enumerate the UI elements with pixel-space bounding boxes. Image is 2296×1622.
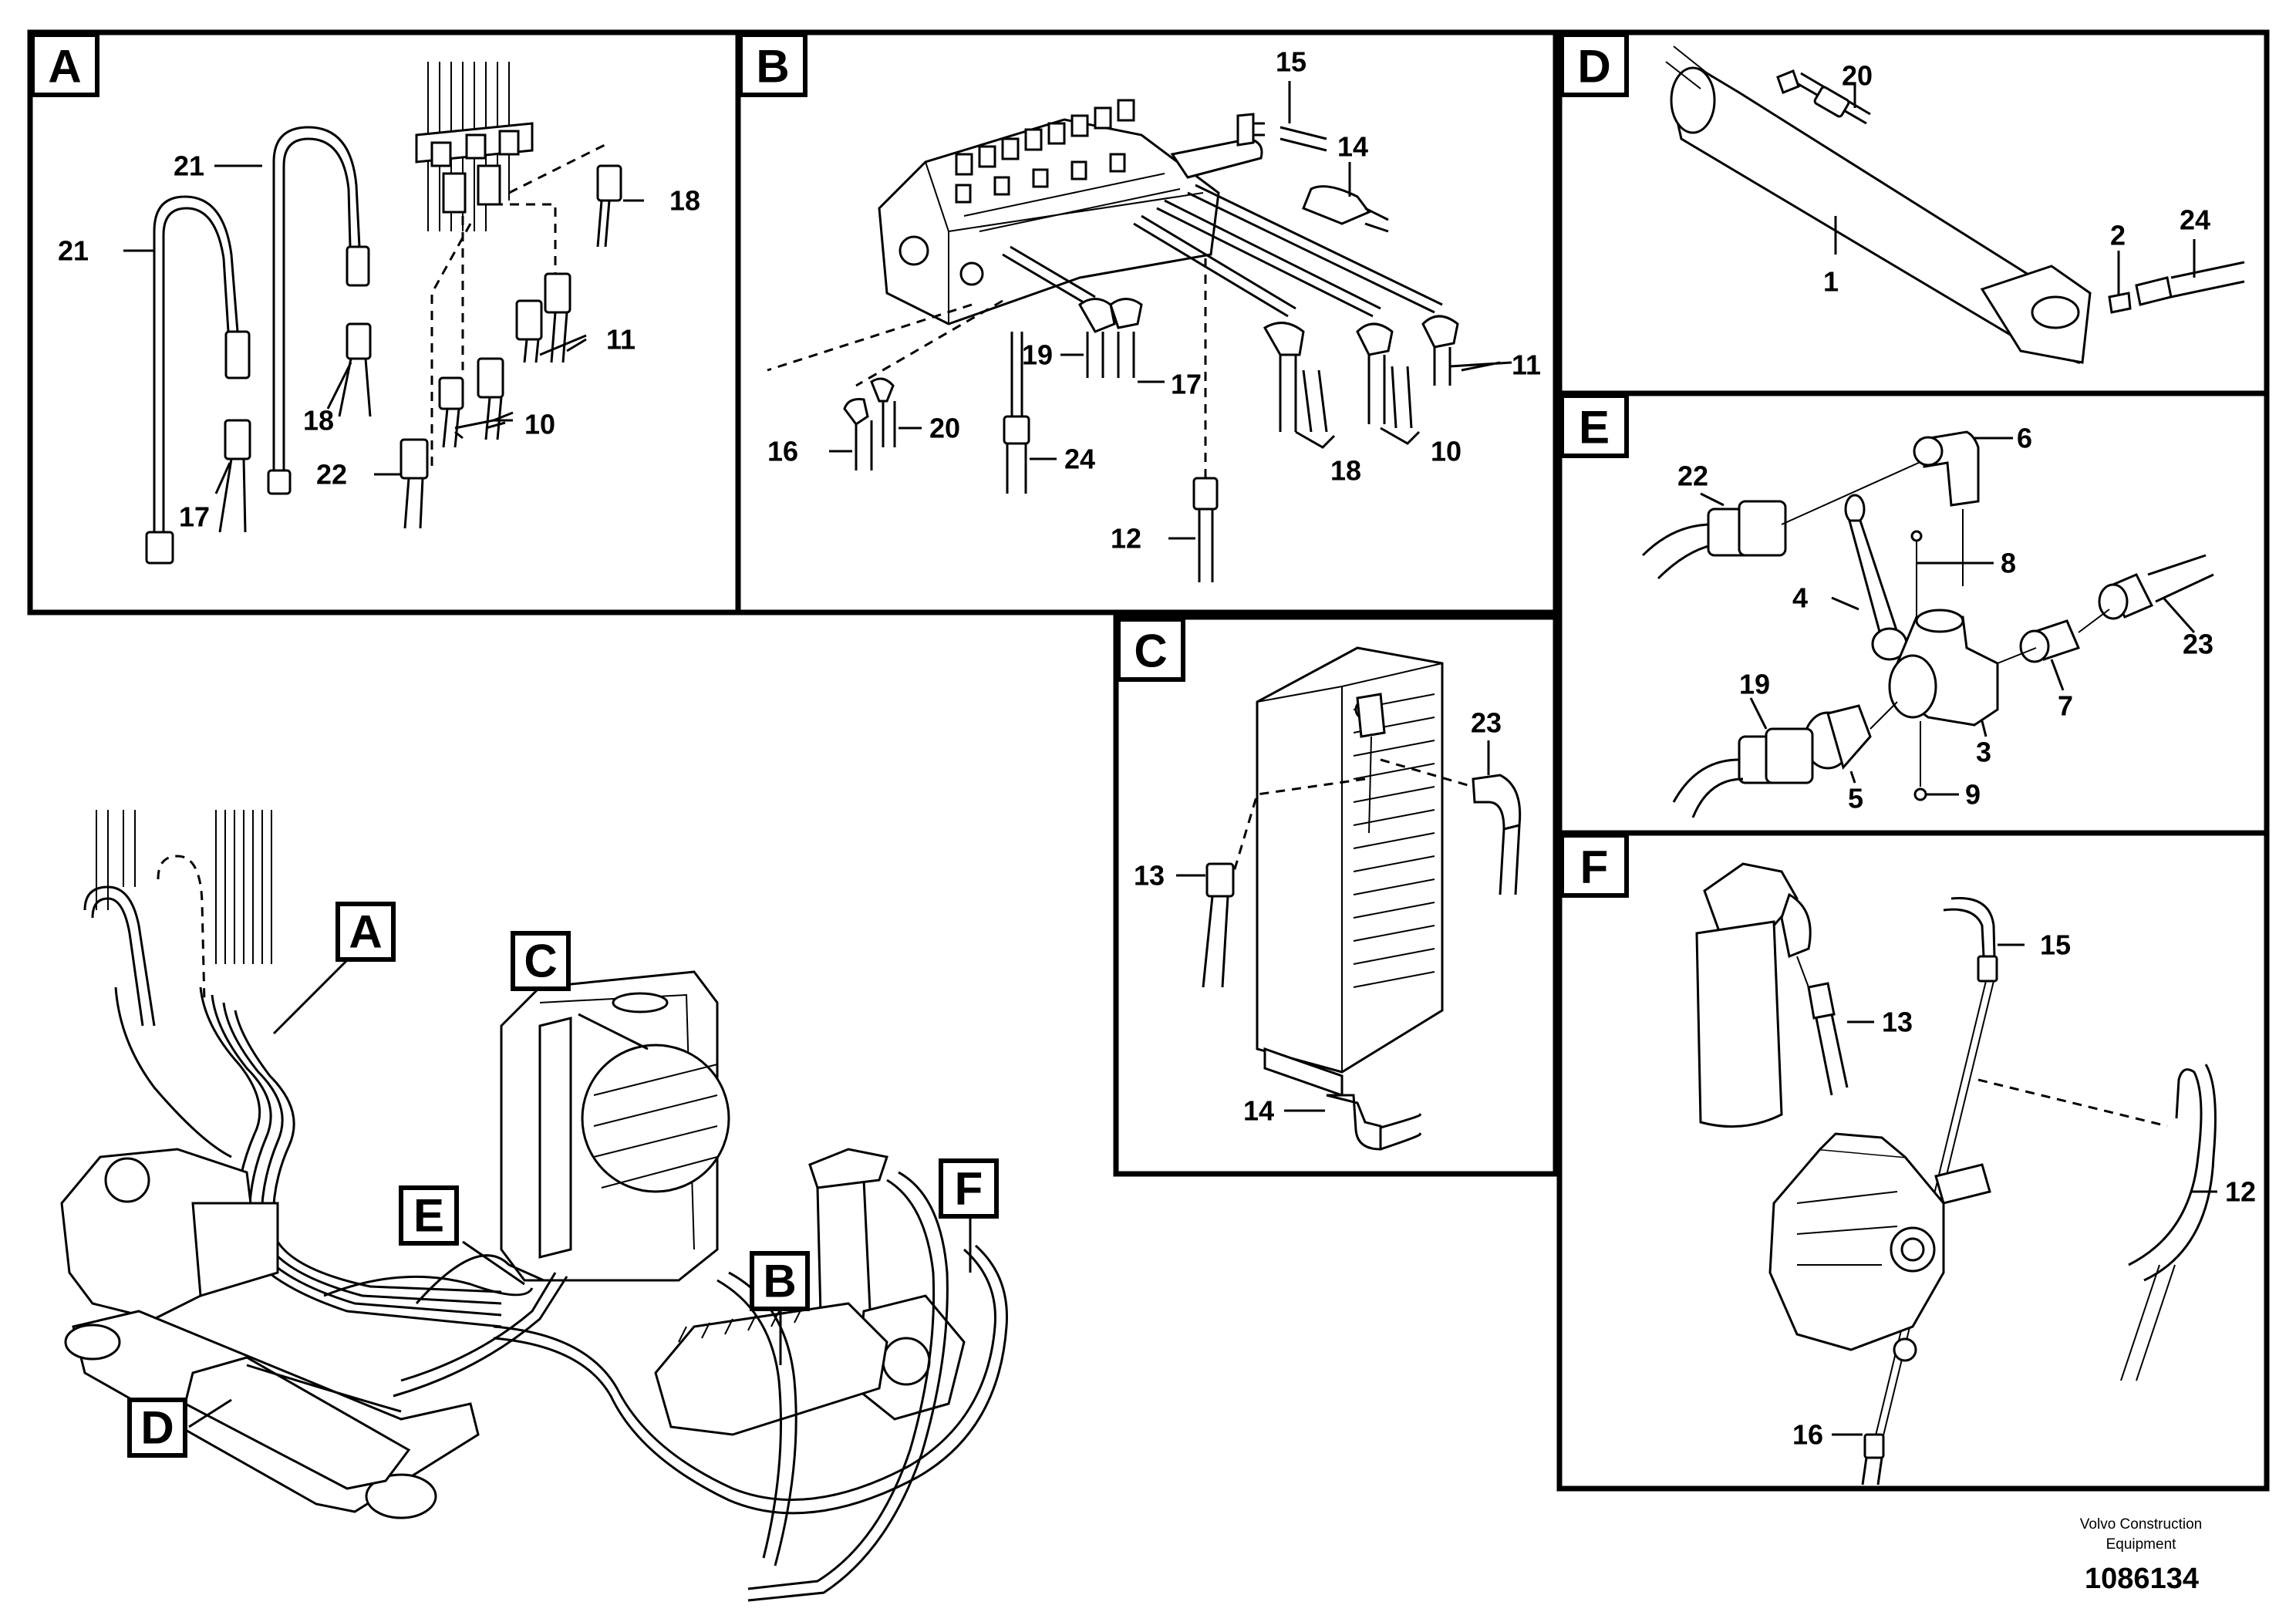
panel-d-tag: D: [1577, 41, 1610, 93]
callout-a-17: 17: [179, 501, 210, 533]
callout-a-22: 22: [316, 459, 347, 491]
panel-f: F 15 13 12 16: [1556, 830, 2270, 1492]
callout-c-23: 23: [1471, 707, 1502, 739]
callout-b-18: 18: [1330, 455, 1361, 487]
panel-a-tag: A: [48, 41, 81, 93]
callout-b-15: 15: [1276, 46, 1306, 78]
callout-e-5: 5: [1848, 783, 1863, 814]
callout-b-11: 11: [1512, 349, 1541, 381]
overview-tag-e: E: [413, 1190, 444, 1242]
callout-b-14: 14: [1337, 131, 1368, 163]
callout-e-3: 3: [1976, 737, 1991, 768]
callout-e-19: 19: [1739, 669, 1770, 700]
panel-c: C 23 13 14: [1113, 614, 1559, 1177]
overview-tag-a: A: [349, 906, 382, 958]
panel-e: E: [1556, 390, 2270, 836]
callout-a-18-top: 18: [669, 185, 700, 217]
callout-e-6: 6: [2017, 423, 2032, 454]
callout-a-21-right: 21: [174, 150, 204, 182]
panel-b-tag: B: [756, 41, 789, 93]
callout-e-9: 9: [1965, 779, 1981, 811]
panel-e-tag: E: [1579, 402, 1610, 454]
overview-tag-d: D: [140, 1402, 174, 1454]
callout-a-18-bottom: 18: [303, 405, 334, 437]
callout-b-19: 19: [1022, 339, 1053, 371]
overview-tag-b: B: [763, 1256, 796, 1307]
callout-e-8: 8: [2001, 548, 2016, 579]
overview-tag-c: C: [524, 936, 557, 987]
callout-e-7: 7: [2058, 690, 2073, 722]
panel-b: B: [735, 29, 1559, 615]
footer-drawing-number: 1086134: [2085, 1563, 2199, 1595]
callout-c-14: 14: [1243, 1095, 1274, 1127]
panel-c-tag: C: [1134, 626, 1167, 677]
footer-company-line1: Volvo Construction: [2080, 1516, 2202, 1533]
callout-a-21-left: 21: [58, 235, 89, 267]
panel-a: A: [27, 29, 741, 615]
callout-c-13: 13: [1134, 860, 1165, 892]
callout-f-16: 16: [1792, 1419, 1823, 1451]
callout-f-12: 12: [2225, 1176, 2256, 1208]
callout-e-4: 4: [1792, 582, 1808, 614]
footer: Volvo Construction Equipment 1086134: [2080, 1516, 2202, 1595]
callout-a-11: 11: [606, 324, 636, 356]
callout-e-23: 23: [2183, 629, 2213, 660]
callout-a-10: 10: [524, 409, 555, 440]
overview-assembly: A C E B F D: [60, 810, 1008, 1602]
callout-b-20: 20: [929, 413, 960, 444]
overview-tag-f: F: [955, 1163, 983, 1215]
callout-e-22: 22: [1677, 460, 1708, 492]
callout-b-17: 17: [1171, 369, 1202, 400]
callout-d-1: 1: [1823, 266, 1839, 298]
panel-f-tag: F: [1580, 841, 1609, 893]
callout-d-2: 2: [2110, 220, 2126, 251]
callout-d-20: 20: [1842, 60, 1873, 92]
panel-d: D 20 2 24 1: [1556, 29, 2270, 396]
callout-b-16: 16: [767, 436, 798, 467]
footer-company-line2: Equipment: [2106, 1536, 2177, 1553]
callout-f-13: 13: [1882, 1007, 1913, 1038]
callout-b-24: 24: [1064, 443, 1095, 475]
callout-b-12: 12: [1111, 523, 1141, 555]
callout-b-10: 10: [1431, 436, 1462, 467]
callout-f-15: 15: [2040, 929, 2071, 961]
callout-d-24: 24: [2180, 204, 2210, 236]
